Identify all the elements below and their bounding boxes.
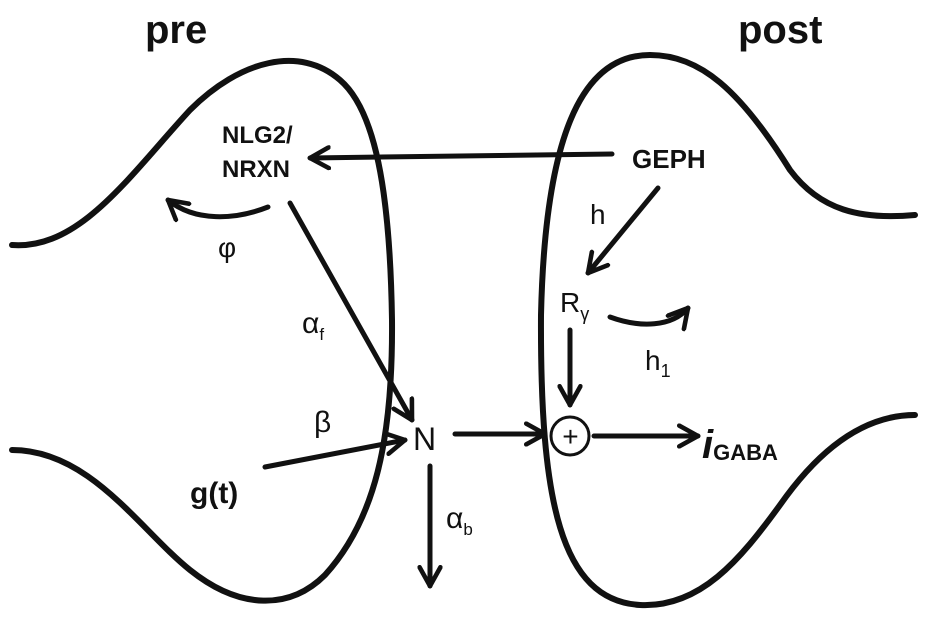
nlg2-label-line2: NRXN [222, 156, 290, 183]
summation-node [549, 415, 591, 457]
alpha-b-symbol: α [446, 502, 463, 535]
nlg2-to-n-arrow [287, 200, 415, 423]
alpha-f-symbol: α [302, 307, 319, 340]
presynaptic-membrane [9, 57, 396, 604]
geph-to-receptor-arrow [585, 185, 661, 276]
g-to-n-arrow [262, 440, 408, 470]
receptor-symbol: R [560, 287, 580, 318]
h-label: h [590, 199, 606, 230]
post-label: post [738, 8, 822, 52]
h1-symbol: h [645, 345, 661, 376]
h1-label: h1 [645, 345, 671, 381]
pre-label: pre [145, 8, 207, 52]
phi-label: φ [218, 232, 236, 263]
alpha-b-subscript: b [463, 520, 472, 539]
beta-label: β [314, 406, 331, 439]
i-gaba-label: iGABA [702, 423, 778, 467]
alpha-f-label: αf [302, 307, 324, 344]
h1-curved-arrow [607, 305, 691, 324]
postsynaptic-membrane [537, 52, 918, 609]
geph-label: GEPH [632, 144, 706, 174]
i-gaba-subscript: GABA [713, 440, 778, 465]
receptor-label: Rγ [560, 287, 589, 324]
geph-to-nlg2-arrow [307, 154, 615, 158]
summation-plus: + [562, 421, 578, 452]
i-gaba-symbol: i [702, 423, 714, 467]
g-label: g(t) [190, 477, 238, 510]
n-label: N [413, 421, 436, 457]
alpha-f-subscript: f [319, 325, 324, 344]
receptor-subscript: γ [580, 304, 589, 324]
h1-subscript: 1 [661, 361, 671, 381]
alpha-b-label: αb [446, 502, 473, 539]
phi-curved-arrow [165, 197, 271, 217]
nlg2-label-line1: NLG2/ [222, 122, 293, 149]
